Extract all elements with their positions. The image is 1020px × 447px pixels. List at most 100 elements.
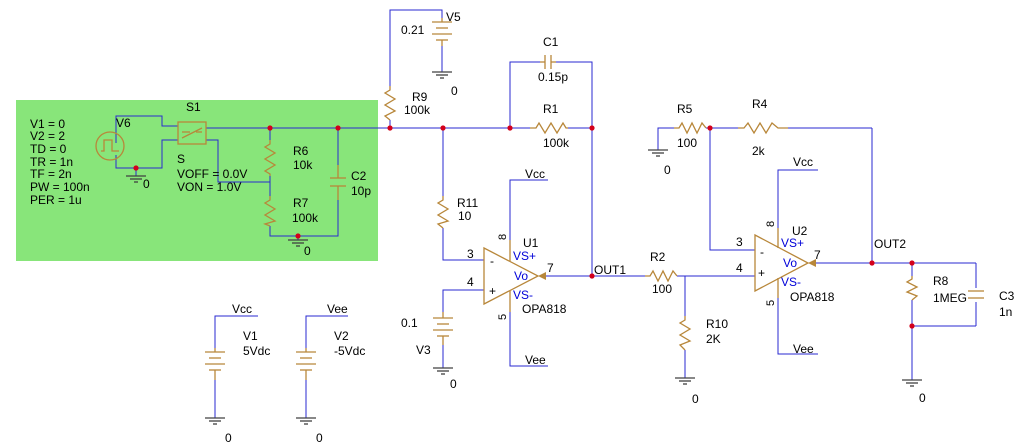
junction-dot (387, 125, 393, 131)
out2-net: OUT2 (874, 237, 906, 251)
junction-dot (507, 125, 513, 131)
junction-dot (707, 125, 713, 131)
r1-resistor[interactable] (530, 121, 568, 135)
r11-label: R11 (457, 196, 478, 210)
r5-resistor[interactable] (674, 121, 707, 135)
r7-value: 100k (292, 211, 319, 225)
v2-dc-source[interactable] (296, 348, 316, 380)
r4-label: R4 (752, 97, 768, 111)
v6-pulse-source[interactable] (95, 131, 125, 161)
ground-v5 (432, 71, 452, 79)
out1-net: OUT1 (594, 263, 626, 277)
v3-dc-source[interactable] (433, 312, 453, 345)
r11-resistor[interactable] (436, 196, 450, 229)
junction-dot (909, 323, 915, 329)
u1-pin5: 5 (497, 314, 509, 320)
u1-vo: Vo (514, 269, 528, 283)
gnd-label: 0 (664, 163, 671, 177)
gnd-label: 0 (316, 431, 323, 445)
v1-label: V1 (243, 329, 258, 343)
v2-label: V2 (334, 329, 349, 343)
c2-value: 10p (351, 184, 371, 198)
wires (115, 9, 977, 418)
param-line: TR = 1n (30, 155, 73, 169)
v2-value: -5Vdc (334, 344, 365, 358)
r4-resistor[interactable] (738, 121, 788, 135)
u2-pin3: 3 (736, 235, 743, 249)
r10-resistor[interactable] (678, 316, 692, 351)
r2-value: 100 (652, 282, 672, 296)
u2-pin7: 7 (814, 248, 821, 262)
ground-v3 (433, 367, 453, 375)
junction-dot (869, 260, 875, 266)
r2-resistor[interactable] (645, 269, 678, 283)
pulse-source-block[interactable] (16, 100, 378, 261)
param-line: V2 = 2 (30, 129, 65, 143)
r8-resistor[interactable] (905, 276, 919, 301)
junction-dot (295, 233, 301, 239)
v5-value: 0.21 (401, 23, 425, 37)
c1-capacitor[interactable] (540, 55, 556, 69)
s1-von: VON = 1.0V (177, 180, 241, 194)
ground-r10 (675, 377, 695, 385)
c3-label: C3 (999, 289, 1015, 303)
c3-capacitor[interactable] (968, 290, 984, 299)
ground-symbols (126, 71, 922, 425)
v2-net: Vee (327, 302, 348, 316)
v5-dc-source[interactable] (432, 18, 452, 46)
junction-dot (589, 273, 595, 279)
v1-value: 5Vdc (243, 344, 270, 358)
s1-model: S (177, 152, 185, 166)
r9-resistor[interactable] (383, 86, 397, 121)
u2-minus: - (760, 245, 764, 259)
u2-opamp[interactable] (754, 228, 816, 298)
u2-model: OPA818 (790, 290, 835, 304)
r6-value: 10k (293, 158, 313, 172)
ground-v1 (205, 417, 225, 425)
r4-value: 2k (752, 144, 766, 158)
junction-dot (133, 165, 139, 171)
v6-label: V6 (116, 116, 131, 130)
u2-pin4: 4 (736, 261, 743, 275)
gnd-label: 0 (919, 391, 926, 405)
v1-dc-source[interactable] (205, 348, 225, 380)
junction-dot (440, 125, 446, 131)
r6-resistor[interactable] (263, 140, 277, 176)
param-line: PER = 1u (30, 193, 82, 207)
u2-plus: + (758, 266, 765, 280)
pulse-params: V1 = 0 V2 = 2 TD = 0 TR = 1n TF = 2n PW … (30, 117, 90, 207)
s1-label: S1 (186, 100, 201, 114)
c2-capacitor[interactable] (330, 165, 346, 200)
u1-vs-minus: VS- (513, 288, 533, 302)
gnd-label: 0 (143, 177, 150, 191)
u1-pin7: 7 (547, 261, 554, 275)
r5-value: 100 (677, 136, 697, 150)
param-line: TF = 2n (30, 167, 72, 181)
r7-resistor[interactable] (263, 196, 277, 227)
junction-dot (267, 125, 273, 131)
r9-value: 100k (404, 103, 431, 117)
v3-value: 0.1 (401, 316, 418, 330)
s1-switch[interactable] (177, 121, 207, 145)
u1-vs-plus: VS+ (513, 249, 536, 263)
u1-pin8: 8 (497, 234, 509, 240)
s1-voff: VOFF = 0.0V (177, 167, 247, 181)
gnd-label: 0 (451, 84, 458, 98)
junction-dot (335, 125, 341, 131)
ground-r7 (288, 239, 308, 247)
u1-pin3: 3 (467, 247, 474, 261)
u1-opamp[interactable] (483, 240, 546, 312)
junction-dot (909, 260, 915, 266)
junction-dots (133, 125, 915, 329)
r11-value: 10 (458, 209, 472, 223)
u2-label: U2 (792, 224, 808, 238)
ground-r5 (648, 149, 668, 157)
u1-model: OPA818 (522, 302, 567, 316)
u2-pin5: 5 (765, 300, 777, 306)
r10-value: 2K (706, 332, 721, 346)
u1-pin4: 4 (467, 275, 474, 289)
r1-label: R1 (543, 102, 559, 116)
r7-label: R7 (293, 196, 309, 210)
r5-label: R5 (677, 102, 693, 116)
